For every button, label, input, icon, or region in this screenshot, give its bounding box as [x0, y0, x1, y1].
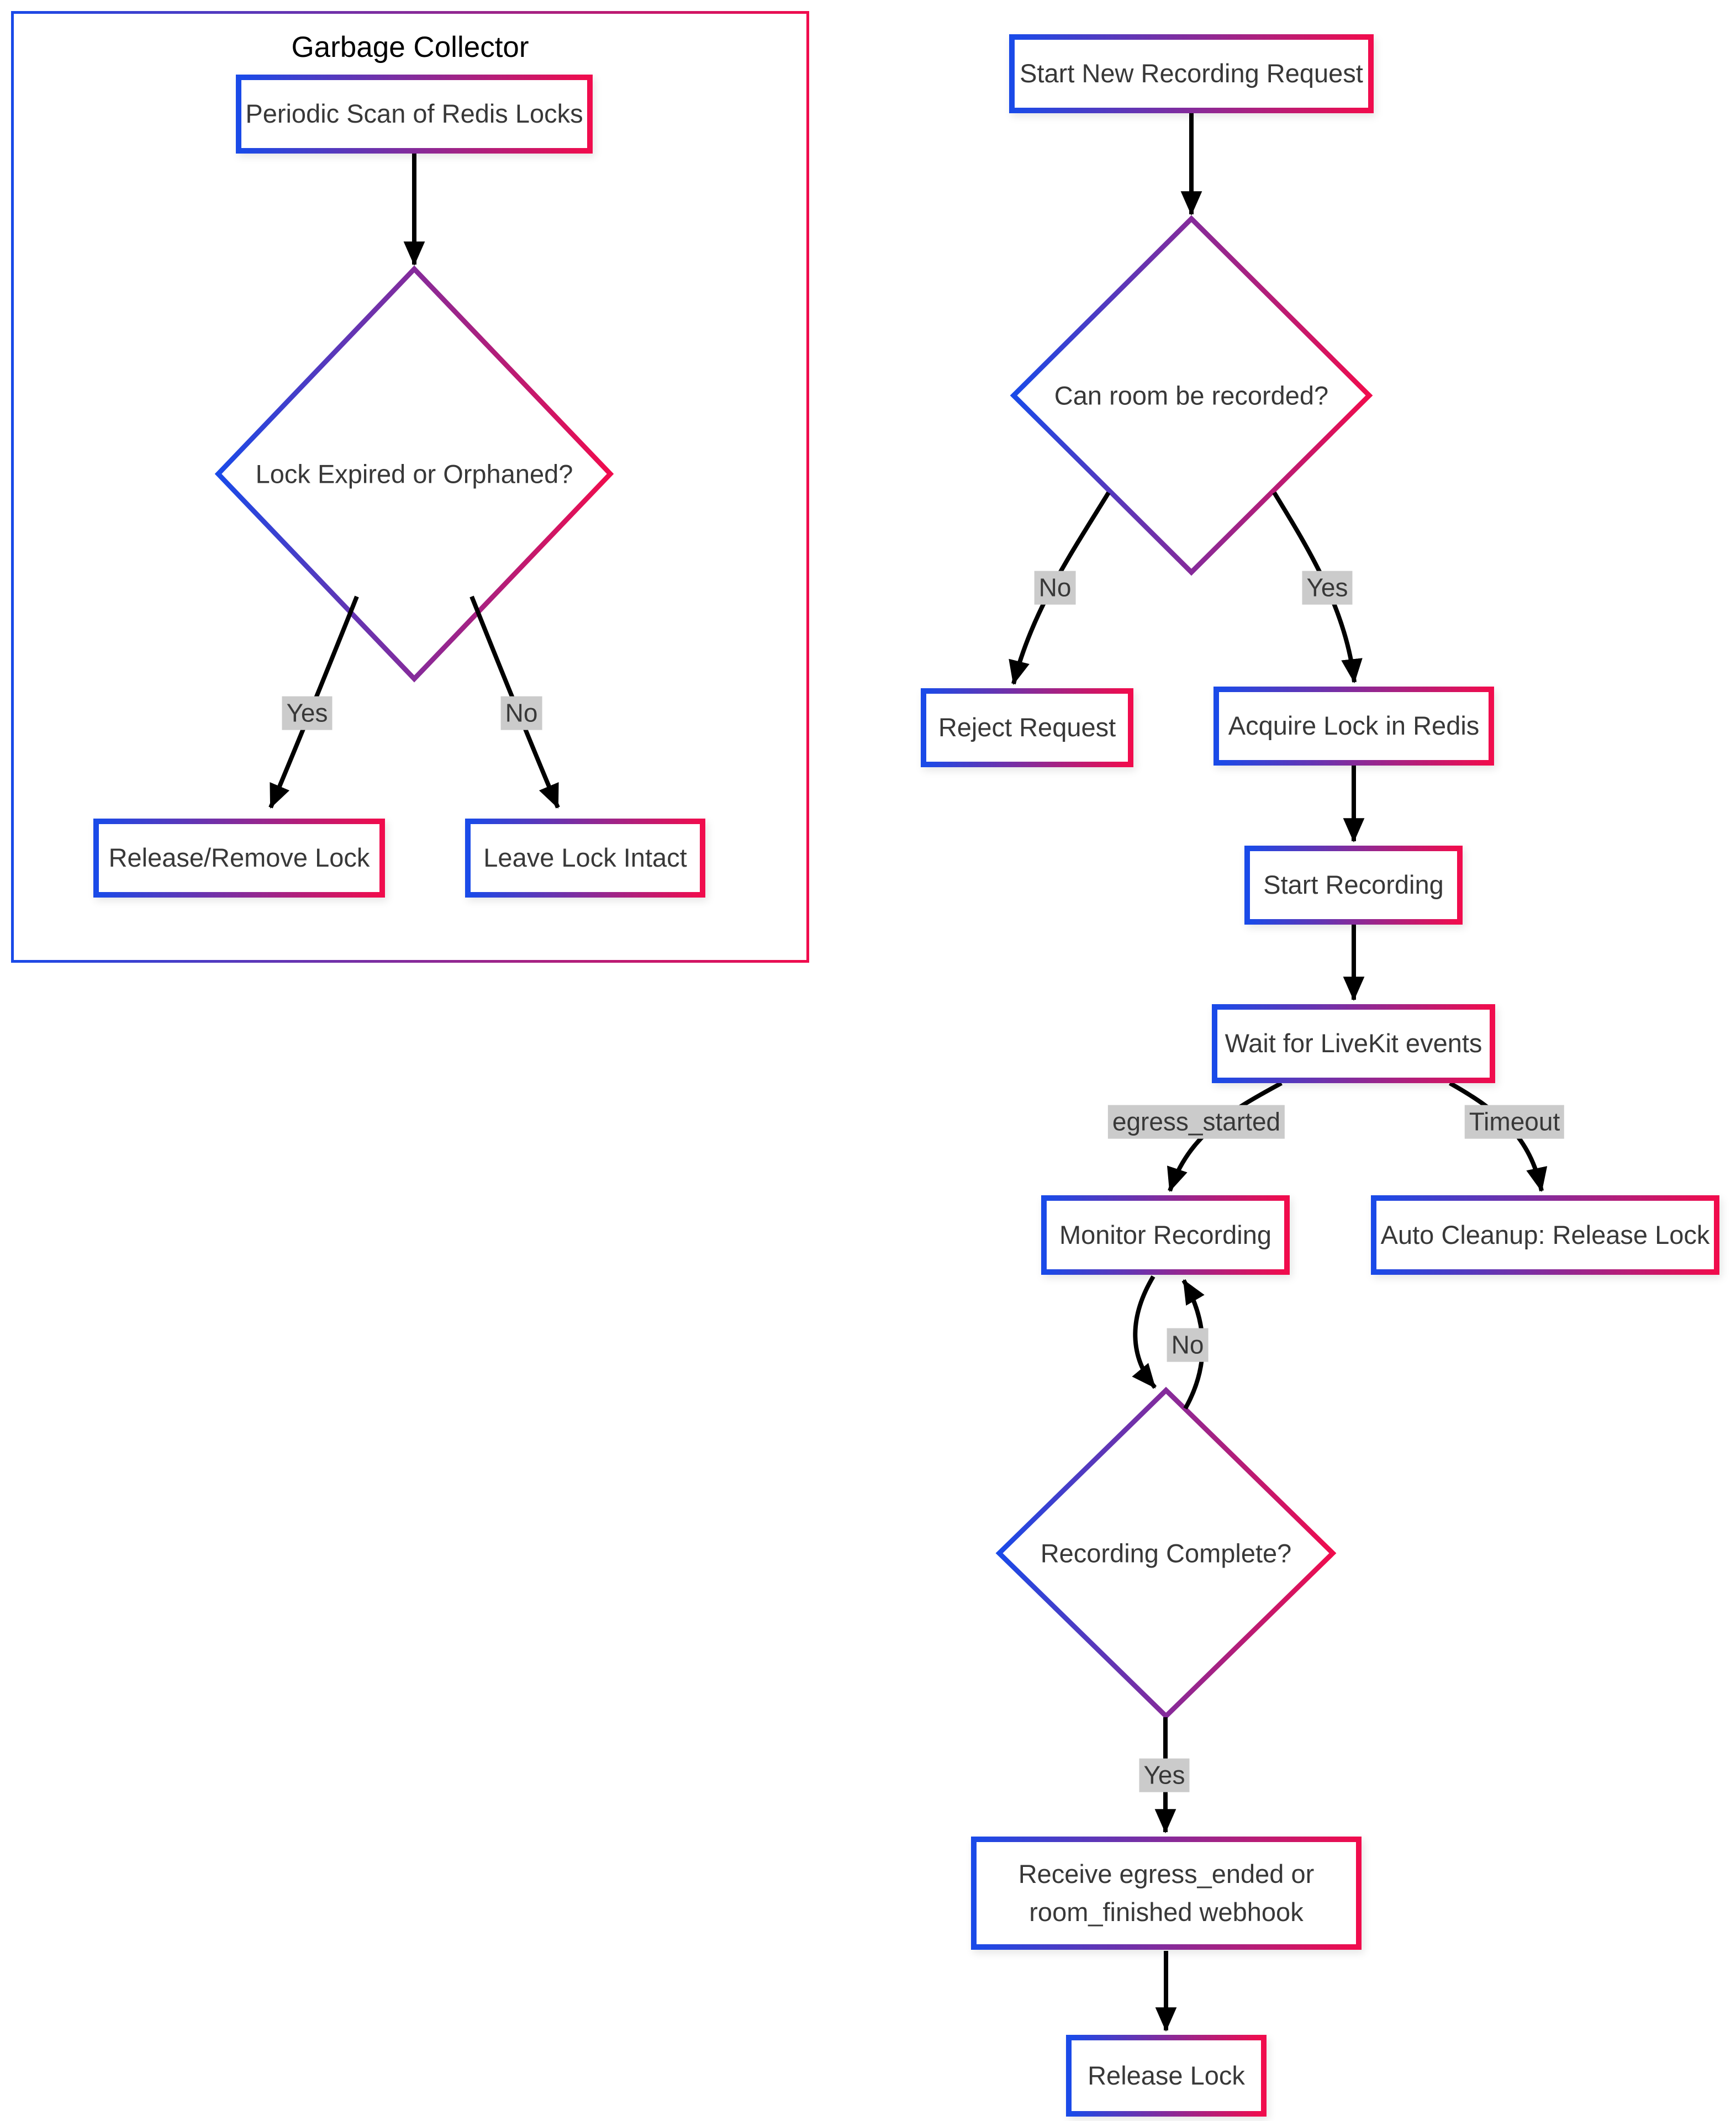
node-release-lock-label: Release Lock: [1088, 2060, 1245, 2090]
decision-recording-complete-label: Recording Complete?: [1040, 1538, 1292, 1568]
node-release-remove-lock-label: Release/Remove Lock: [108, 843, 370, 873]
decision-can-record-label: Can room be recorded?: [1054, 381, 1329, 410]
edge-monitor-to-complete: [1132, 1275, 1157, 1389]
decision-lock-expired-label: Lock Expired or Orphaned?: [255, 459, 573, 489]
node-leave-lock-intact-label: Leave Lock Intact: [483, 843, 687, 873]
node-periodic-scan-label: Periodic Scan of Redis Locks: [245, 99, 583, 129]
edge-label-can-no: No: [1034, 571, 1076, 605]
node-auto-cleanup-label: Auto Cleanup: Release Lock: [1380, 1220, 1710, 1249]
node-receive-webhook-line1: Receive egress_ended or: [1018, 1859, 1315, 1889]
node-acquire-lock: Acquire Lock in Redis: [1213, 687, 1494, 766]
node-periodic-scan: Periodic Scan of Redis Locks: [236, 75, 593, 154]
node-release-lock: Release Lock: [1066, 2035, 1267, 2117]
node-monitor-recording: Monitor Recording: [1041, 1195, 1290, 1275]
node-release-remove-lock: Release/Remove Lock: [93, 819, 385, 898]
edge-label-gc-yes: Yes: [282, 696, 333, 730]
edge-lock-expired-no: [469, 595, 560, 809]
edge-label-complete-yes: Yes: [1139, 1758, 1190, 1792]
edge-lock-expired-yes: [268, 595, 359, 809]
node-start-request-label: Start New Recording Request: [1020, 59, 1363, 88]
edge-label-timeout: Timeout: [1464, 1105, 1565, 1139]
node-reject-request: Reject Request: [921, 688, 1133, 767]
node-acquire-lock-label: Acquire Lock in Redis: [1228, 711, 1480, 741]
decision-lock-expired: [214, 265, 614, 683]
node-leave-lock-intact: Leave Lock Intact: [465, 819, 705, 898]
node-start-recording: Start Recording: [1244, 846, 1463, 925]
node-wait-events: Wait for LiveKit events: [1212, 1004, 1495, 1083]
node-receive-webhook-line2: room_finished webhook: [1029, 1897, 1304, 1927]
node-receive-webhook: Receive egress_ended or room_finished we…: [971, 1837, 1362, 1950]
node-monitor-recording-label: Monitor Recording: [1059, 1220, 1271, 1249]
edge-label-egress-started: egress_started: [1107, 1105, 1285, 1139]
decision-can-record: [1010, 215, 1373, 576]
edge-label-loop-no: No: [1167, 1328, 1209, 1362]
edge-label-gc-no: No: [500, 696, 542, 730]
decision-recording-complete: [995, 1386, 1337, 1720]
node-reject-request-label: Reject Request: [938, 713, 1116, 742]
node-auto-cleanup: Auto Cleanup: Release Lock: [1371, 1195, 1719, 1275]
subgraph-title: Garbage Collector: [291, 31, 529, 64]
node-start-request: Start New Recording Request: [1009, 34, 1374, 113]
node-start-recording-label: Start Recording: [1263, 870, 1444, 900]
node-wait-events-label: Wait for LiveKit events: [1225, 1028, 1482, 1058]
edge-label-can-yes: Yes: [1302, 571, 1353, 605]
